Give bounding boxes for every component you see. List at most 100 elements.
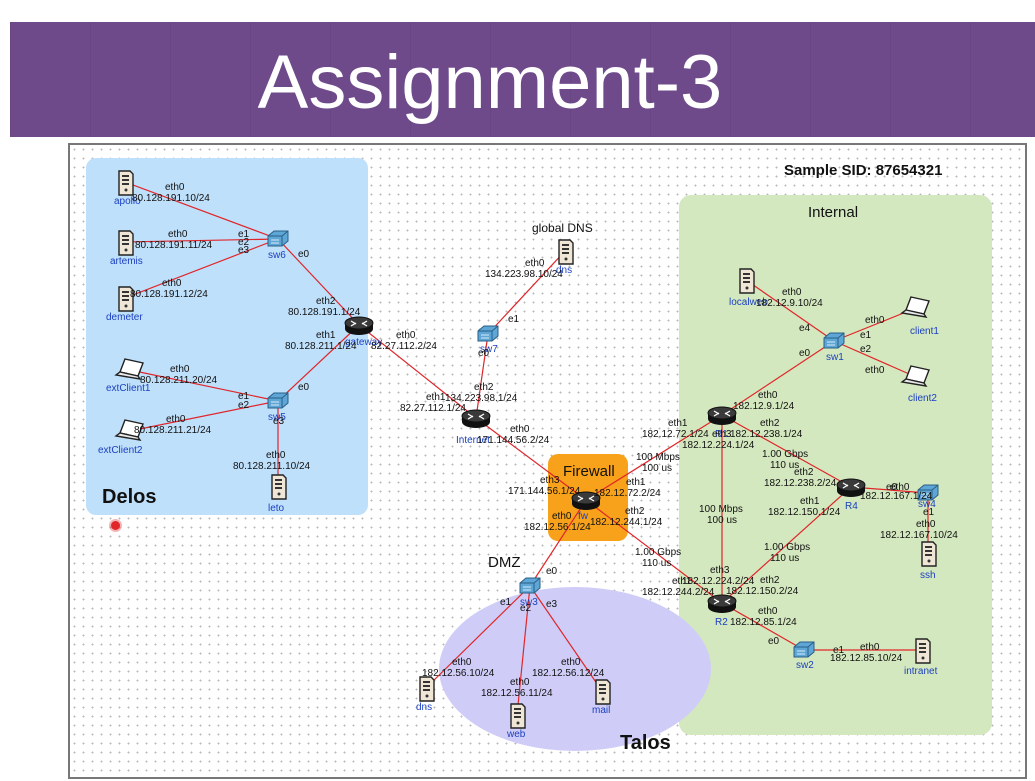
internet-eth1: eth1 bbox=[426, 392, 446, 403]
mail-name: mail bbox=[592, 705, 610, 716]
global-dns-server-icon[interactable] bbox=[558, 239, 574, 265]
internet-eth2-ip: 134.223.98.1/24 bbox=[445, 393, 518, 404]
localweb-eth: eth0 bbox=[782, 287, 802, 298]
web-name: web bbox=[506, 729, 526, 740]
r4-eth0-ip: 182.12.167.1/24 bbox=[860, 491, 933, 502]
mail-ip: 182.12.56.12/24 bbox=[532, 668, 605, 679]
r1-eth2-ip: 182.12.238.1/24 bbox=[730, 429, 803, 440]
sw4-e0: e0 bbox=[886, 482, 898, 493]
fw-name: fw bbox=[578, 511, 589, 522]
leto-server-icon[interactable] bbox=[271, 474, 287, 500]
leto-name: leto bbox=[268, 503, 285, 514]
sw3-e0: e0 bbox=[546, 566, 558, 577]
cursor-indicator bbox=[111, 521, 120, 530]
internet-eth0-ip: 171.144.56.2/24 bbox=[477, 435, 550, 446]
r1-eth1: eth1 bbox=[668, 418, 688, 429]
ssh-server-icon[interactable] bbox=[921, 541, 937, 567]
web-ip: 182.12.56.11/24 bbox=[481, 688, 553, 699]
internet-eth0: eth0 bbox=[510, 424, 530, 435]
gateway-router-icon[interactable] bbox=[344, 316, 374, 336]
intranet-server-icon[interactable] bbox=[915, 638, 931, 664]
r1-eth1-ip: 182.12.72.1/24 bbox=[642, 429, 709, 440]
r1-eth3-ip: 182.12.224.1/24 bbox=[682, 440, 755, 451]
sw6-e3: e3 bbox=[238, 245, 250, 256]
sw3-switch-icon[interactable] bbox=[519, 577, 541, 594]
sw4-name: sw4 bbox=[918, 499, 936, 510]
r2-eth3-ip: 182.12.224.2/24 bbox=[682, 576, 755, 587]
gateway-eth0: eth0 bbox=[396, 330, 416, 341]
network-diagram-canvas: Delos Talos Internal DMZ Firewall global… bbox=[68, 143, 1027, 779]
sw3-name: sw3 bbox=[520, 597, 538, 608]
leto-ip: 80.128.211.10/24 bbox=[233, 461, 311, 472]
extclient1-ip: 80.128.211.20/24 bbox=[140, 375, 218, 386]
sw1-switch-icon[interactable] bbox=[823, 332, 845, 349]
network-diagram: Delos Talos Internal DMZ Firewall global… bbox=[86, 158, 992, 754]
apollo-server-icon[interactable] bbox=[118, 170, 134, 196]
r4-eth2-ip: 182.12.238.2/24 bbox=[764, 478, 837, 489]
r2-name: R2 bbox=[715, 617, 728, 628]
r2-eth1-ip: 182.12.244.2/24 bbox=[642, 587, 715, 598]
internet-router-icon[interactable] bbox=[461, 409, 491, 429]
sw7-name: sw7 bbox=[480, 344, 498, 355]
r4-eth0: eth0 bbox=[890, 482, 910, 493]
localweb-server-icon[interactable] bbox=[739, 268, 755, 294]
fw-eth2: eth2 bbox=[625, 506, 645, 517]
gateway-eth1-ip: 80.128.211.1/24 bbox=[285, 341, 357, 352]
sw6-switch-icon[interactable] bbox=[267, 230, 289, 247]
firewall-label: Firewall bbox=[563, 463, 615, 480]
sw2-switch-icon[interactable] bbox=[793, 641, 815, 658]
gdns-ip: 134.223.98.10/24 bbox=[485, 269, 563, 280]
r2-eth1: eth1 bbox=[672, 576, 692, 587]
sw1-name: sw1 bbox=[826, 352, 844, 363]
sw2-name: sw2 bbox=[796, 660, 814, 671]
dmz-zone bbox=[439, 587, 711, 751]
fw-eth2-ip: 182.12.244.1/24 bbox=[590, 517, 663, 528]
extclient1-eth: eth0 bbox=[170, 364, 190, 375]
sw7-e1: e1 bbox=[508, 314, 520, 325]
web-eth: eth0 bbox=[510, 677, 530, 688]
r1-router-icon[interactable] bbox=[707, 406, 737, 426]
extclient2-eth: eth0 bbox=[166, 414, 186, 425]
dmz-label: DMZ bbox=[488, 554, 521, 571]
sw5-switch-icon[interactable] bbox=[267, 392, 289, 409]
r1-name: R1 bbox=[715, 429, 728, 440]
dns-eth: eth0 bbox=[452, 657, 472, 668]
artemis-server-icon[interactable] bbox=[118, 230, 134, 256]
apollo-name: apollo bbox=[114, 196, 141, 207]
r2-eth2-ip: 182.12.150.2/24 bbox=[726, 586, 799, 597]
title-bar: Assignment-3 bbox=[10, 22, 1035, 137]
apollo-eth: eth0 bbox=[165, 182, 185, 193]
mail-server-icon[interactable] bbox=[595, 679, 611, 705]
link-r2-r4-bandwidth: 1.00 Gbps bbox=[764, 542, 810, 553]
web-server-icon[interactable] bbox=[510, 703, 526, 729]
ssh-name: ssh bbox=[920, 570, 936, 581]
dns-ip: 182.12.56.10/24 bbox=[422, 668, 495, 679]
talos-label: Talos bbox=[620, 732, 671, 754]
mail-eth: eth0 bbox=[561, 657, 581, 668]
fw-eth1: eth1 bbox=[626, 477, 646, 488]
r4-eth1: eth1 bbox=[800, 496, 820, 507]
localweb-ip: 182.12.9.10/24 bbox=[756, 298, 823, 309]
leto-eth: eth0 bbox=[266, 450, 286, 461]
r1-eth0: eth0 bbox=[758, 390, 778, 401]
internet-eth1-ip: 82.27.112.1/24 bbox=[400, 403, 466, 414]
client1-name: client1 bbox=[910, 326, 939, 337]
intranet-name: intranet bbox=[904, 666, 938, 677]
gdns-eth: eth0 bbox=[525, 258, 545, 269]
sw7-switch-icon[interactable] bbox=[477, 325, 499, 342]
r2-eth0-ip: 182.12.85.1/24 bbox=[730, 617, 797, 628]
sw1-e0: e0 bbox=[799, 348, 811, 359]
sw3-e3: e3 bbox=[546, 599, 558, 610]
sw2-e0: e0 bbox=[768, 636, 780, 647]
link-fw-r2-bandwidth: 1.00 Gbps bbox=[635, 547, 681, 558]
artemis-name: artemis bbox=[110, 256, 143, 267]
fw-eth1-ip: 182.12.72.2/24 bbox=[594, 488, 661, 499]
dns-server-icon[interactable] bbox=[419, 676, 435, 702]
link-r1-r4-latency: 110 us bbox=[770, 460, 799, 471]
link-fw-r1-latency: 100 us bbox=[642, 463, 672, 474]
sw2-e1: e1 bbox=[833, 645, 845, 656]
r4-name: R4 bbox=[845, 501, 858, 512]
sw5-e1: e1 bbox=[238, 391, 250, 402]
sw6-e1: e1 bbox=[238, 229, 250, 240]
sw6-e0: e0 bbox=[298, 249, 310, 260]
